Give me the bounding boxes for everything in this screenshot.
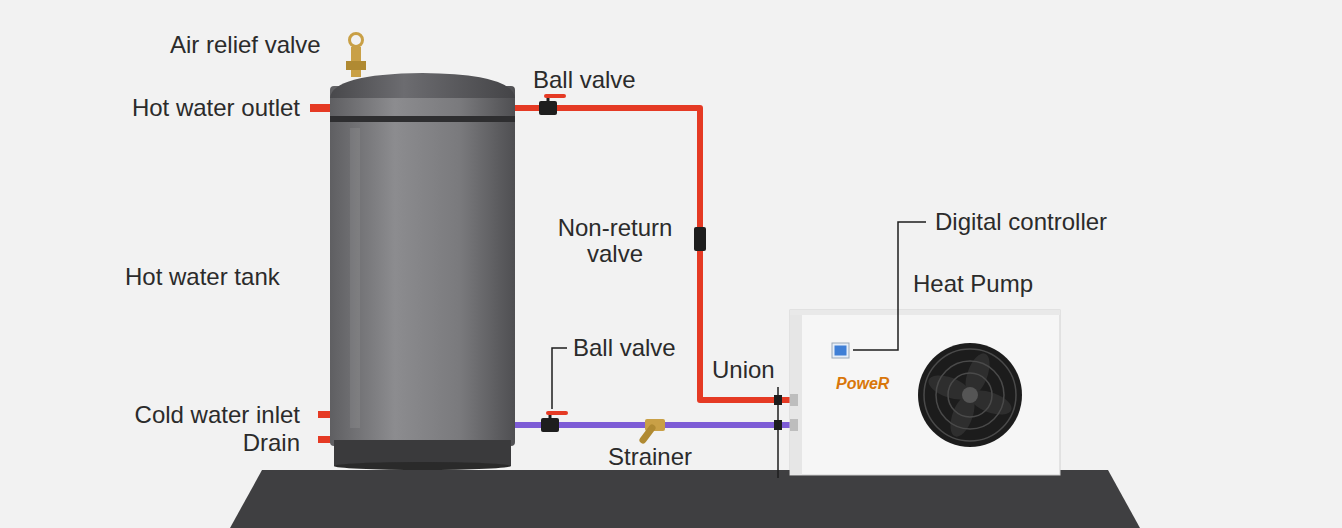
tank-body	[330, 86, 515, 446]
part-label: Union	[712, 357, 775, 383]
part-label: Drain	[243, 430, 300, 456]
controller-screen	[835, 346, 847, 356]
ball-valve-handle	[548, 411, 566, 415]
part-label: Cold water inlet	[135, 402, 300, 428]
hot-outlet-stub	[310, 104, 332, 112]
node-shape	[330, 72, 515, 470]
part-label: Air relief valve	[170, 32, 321, 58]
tank-dome	[330, 73, 515, 98]
heat-pump-unit: Heat Pump	[790, 310, 1060, 475]
part-label: Hot water outlet	[132, 95, 300, 121]
air-relief-nut	[346, 61, 366, 70]
leader-line	[777, 387, 779, 478]
cold-inlet-stub	[318, 411, 332, 418]
air-relief-ring	[350, 34, 363, 47]
fan-hub	[962, 387, 978, 403]
fan-housing	[918, 343, 1022, 447]
strainer-leg	[643, 428, 652, 440]
ball-valve-body	[539, 101, 557, 115]
pump-nozzle	[790, 394, 798, 406]
part-label: Strainer	[608, 444, 692, 470]
tank-band	[330, 116, 515, 122]
part-label: Ball valve	[533, 67, 636, 93]
tank-base	[334, 462, 511, 470]
controller-frame	[832, 343, 849, 358]
leader-line	[853, 222, 926, 350]
node-label: Heat Pump	[913, 271, 1033, 297]
pump-lid	[790, 310, 1060, 315]
ball-valve-body	[541, 418, 559, 432]
pump-nozzle	[790, 419, 798, 431]
ball-valve-handle	[546, 94, 564, 98]
hot-water-pipe	[515, 108, 790, 400]
brand-logo: PoweR	[836, 375, 889, 393]
leader-line	[552, 348, 567, 409]
node-shape	[790, 310, 1060, 475]
node-label: Hot water tank	[125, 264, 280, 290]
non-return-valve-body	[694, 227, 706, 251]
part-label: Digital controller	[935, 209, 1107, 235]
hot-water-tank: Hot water tank	[330, 72, 515, 470]
fan-grille	[936, 361, 1004, 429]
pump-casing	[790, 310, 1060, 475]
fan-grille	[924, 349, 1016, 441]
part-label: Ball valve	[573, 335, 676, 361]
pump-side	[790, 310, 802, 475]
part-label: Non-return valve	[548, 215, 682, 267]
fan-grille	[948, 373, 992, 417]
floor-platform	[230, 470, 1140, 528]
tank-highlight	[350, 128, 360, 428]
drain-stub	[318, 436, 332, 443]
